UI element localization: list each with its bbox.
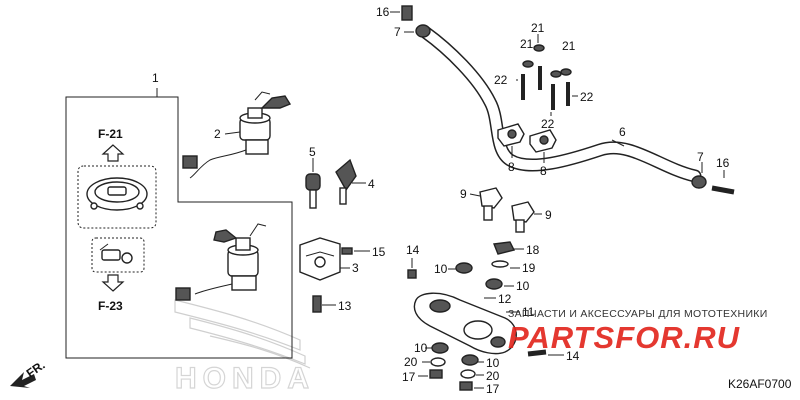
fuel-cap-frame (77, 165, 157, 229)
callout-22-a: 22 (494, 73, 508, 87)
shop-name: PARTSFOR.RU (508, 320, 741, 355)
key-cylinder-part-3: 3 (299, 237, 359, 281)
nut-part-17-b: 17 (459, 381, 500, 396)
plate-part-12: 12 (484, 292, 512, 306)
lower-holder-left-part-9: 9 (460, 187, 503, 221)
callout-20-a: 20 (404, 355, 418, 369)
bolt-part-14-b: 14 (527, 349, 580, 363)
callout-22-c: 22 (580, 90, 594, 104)
callout-10-d: 10 (486, 356, 500, 370)
handlebar-pipe-part-6: 6 (418, 25, 702, 183)
bolt-part-22-d: 22 (566, 82, 594, 106)
cap-part-21-b: 21 (520, 37, 534, 68)
f21-reference: F-21 (98, 127, 125, 162)
callout-12: 12 (498, 292, 512, 306)
ignition-switch-lower (175, 223, 267, 301)
bolt-part-14-a: 14 (406, 243, 420, 279)
callout-14-a: 14 (406, 243, 420, 257)
rubber-part-10-b: 10 (485, 278, 530, 293)
callout-6: 6 (619, 125, 626, 139)
cap-part-21-a: 21 (531, 21, 545, 52)
ignition-switch-upper: 2 (182, 91, 292, 179)
screw-part-15: 15 (341, 245, 386, 259)
section-ref-f23: F-23 (98, 299, 123, 313)
collar-part-20-b: 20 (460, 369, 500, 383)
callout-1: 1 (152, 71, 159, 85)
callout-3: 3 (352, 261, 359, 275)
callout-4: 4 (368, 177, 375, 191)
collar-part-20-a: 20 (404, 355, 446, 369)
ignition-set-frame: 1 (65, 71, 293, 359)
callout-17-b: 17 (486, 382, 500, 396)
callout-21-a: 21 (531, 21, 545, 35)
callout-19: 19 (522, 261, 536, 275)
rubber-part-10-c: 10 (414, 341, 449, 355)
callout-7-right: 7 (697, 150, 704, 164)
callout-5: 5 (309, 145, 316, 159)
callout-8-right: 8 (540, 164, 547, 178)
end-weight-left-part-7: 7 (394, 24, 431, 39)
front-direction-arrow: FR. (10, 358, 48, 388)
callout-9-right: 9 (545, 208, 552, 222)
callout-7-left: 7 (394, 25, 401, 39)
callout-13: 13 (338, 299, 352, 313)
top-bridge-part-11: 11 (413, 292, 535, 355)
lower-holder-right-part-9: 9 (511, 201, 552, 233)
callout-17-a: 17 (402, 370, 416, 384)
rubber-part-10-a: 10 (434, 262, 473, 276)
washer-part-19: 19 (491, 260, 536, 275)
key-part-4: 4 (335, 158, 375, 205)
callout-11: 11 (522, 305, 535, 319)
callout-9-left: 9 (460, 187, 467, 201)
section-ref-f21: F-21 (98, 127, 123, 141)
rubber-part-10-d: 10 (461, 354, 500, 370)
end-screw-right-part-16: 16 (711, 156, 735, 195)
callout-14-b: 14 (566, 349, 580, 363)
honda-wing-logo: HONDA (174, 299, 315, 396)
bolt-part-22-a: 22 (494, 73, 525, 100)
callout-21-c: 21 (562, 39, 576, 53)
shop-tagline: ЗАПЧАСТИ И АКСЕССУАРЫ ДЛЯ МОТОТЕХНИКИ (508, 308, 768, 320)
shop-watermark: ЗАПЧАСТИ И АКСЕССУАРЫ ДЛЯ МОТОТЕХНИКИ PA… (508, 308, 768, 355)
callout-8-left: 8 (508, 160, 515, 174)
bolt-part-13: 13 (312, 295, 352, 313)
callout-22-b: 22 (541, 117, 555, 131)
key-blank-part-5: 5 (305, 145, 321, 209)
cap-part-21-c: 21 (550, 39, 576, 78)
callout-2: 2 (214, 127, 221, 141)
callout-20-b: 20 (486, 369, 500, 383)
callout-15: 15 (372, 245, 386, 259)
upper-holder-left-part-8: 8 (497, 123, 525, 174)
callout-18: 18 (526, 243, 540, 257)
nut-part-18: 18 (493, 241, 540, 257)
honda-watermark-text: HONDA (175, 362, 315, 395)
nut-part-17-a: 17 (402, 369, 443, 384)
key-cylinder-frame: F-23 (91, 237, 145, 313)
end-screw-left-part-16: 16 (376, 5, 413, 21)
end-weight-right-part-7: 7 (691, 150, 707, 189)
front-label: FR. (24, 358, 48, 381)
callout-16-right: 16 (716, 156, 730, 170)
upper-holder-right-part-8: 8 (529, 129, 557, 178)
bolt-part-22-c: 22 (541, 84, 555, 131)
diagram-code: K26AF0700 (728, 377, 792, 391)
callout-10-c: 10 (414, 341, 428, 355)
callout-10-b: 10 (516, 279, 530, 293)
callout-10-a: 10 (434, 262, 448, 276)
callout-16-left: 16 (376, 5, 390, 19)
callout-21-b: 21 (520, 37, 534, 51)
